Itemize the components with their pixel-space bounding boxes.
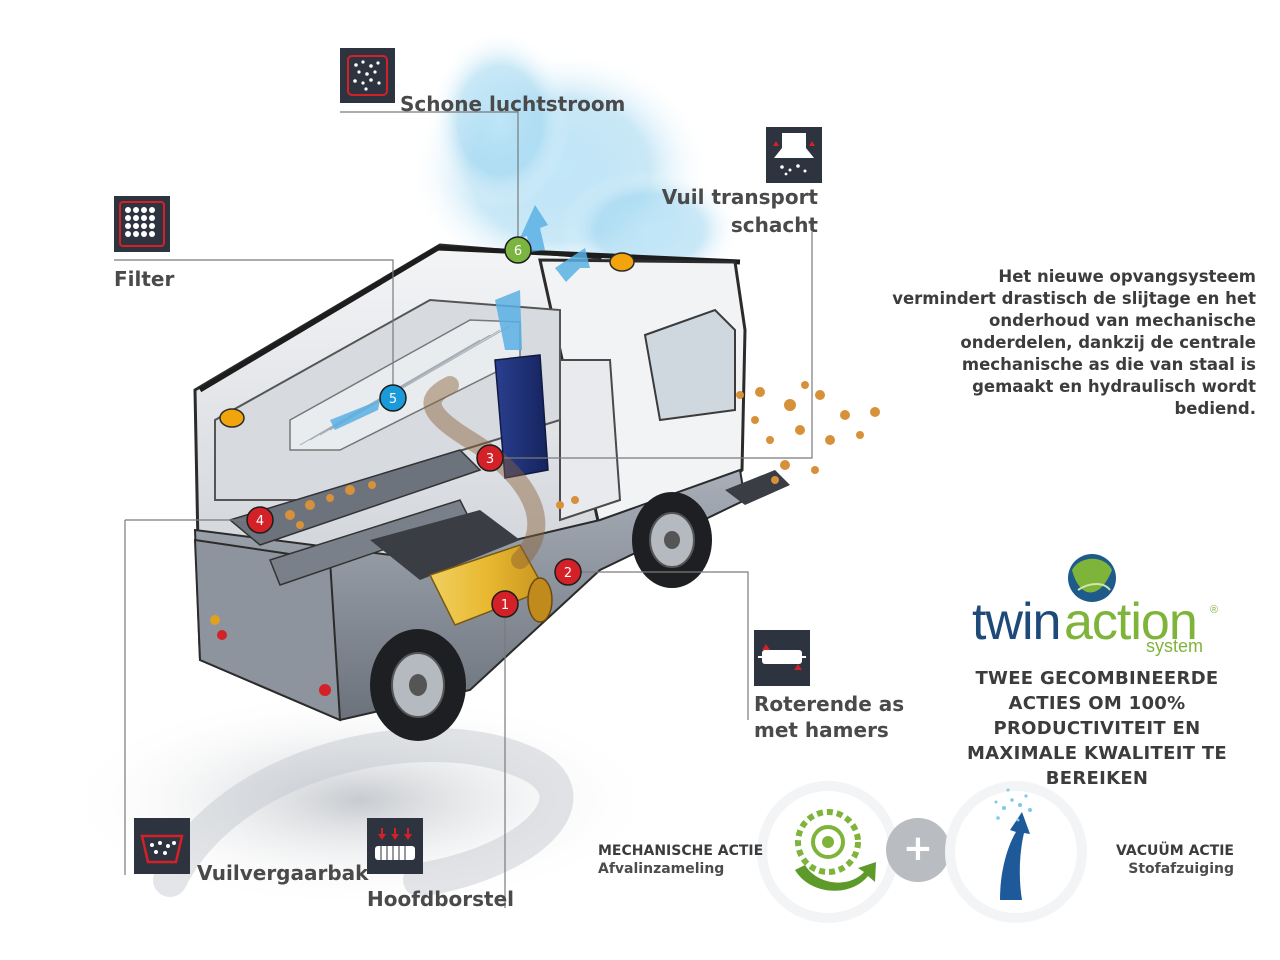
marker-circle-2 [554, 558, 582, 586]
vacuum-action-sub: Stofafzuiging [1128, 861, 1234, 877]
dirt-transport-label-line2: schacht [730, 213, 818, 237]
leader-lines [114, 111, 813, 908]
filter-icon [114, 196, 170, 252]
clean-airflow-label: Schone luchtstroom [400, 92, 626, 116]
mechanical-action-title: MECHANISCHE ACTIE [598, 843, 764, 859]
marker-number-4: 4 [256, 514, 264, 529]
plus-sign: + [902, 828, 934, 869]
marker-circle-1 [491, 590, 519, 618]
dirt-transport-icon [766, 127, 822, 183]
marker-number-1: 1 [501, 598, 509, 613]
logo-system-text: system [1146, 636, 1204, 656]
vacuum-action-circle [945, 781, 1087, 923]
filter-label: Filter [114, 267, 175, 291]
air-flow-arrows [330, 205, 590, 430]
marker-3: 3 [476, 444, 504, 472]
ground-shadow [60, 690, 660, 910]
mechanical-action-sub: Afvalinzameling [598, 861, 725, 877]
logo-word-action: action [1064, 593, 1198, 651]
marker-6: 6 [504, 236, 532, 264]
dirt-transport-label-line1: Vuil transport [661, 185, 818, 209]
sweeper-vehicle [193, 243, 790, 741]
marker-circle-6 [504, 236, 532, 264]
marker-number-5: 5 [389, 392, 397, 407]
main-brush-label: Hoofdborstel [367, 887, 515, 911]
marker-4: 4 [246, 506, 274, 534]
system-description: Het nieuwe opvangsysteem vermindert dras… [892, 267, 1256, 418]
marker-number-6: 6 [514, 244, 522, 259]
plus-circle [886, 818, 950, 882]
logo-registered-mark: ® [1210, 604, 1219, 616]
dirt-transport-label: Vuil transport schacht [640, 184, 818, 238]
marker-number-2: 2 [564, 566, 572, 581]
marker-5: 5 [379, 384, 407, 412]
clean-air-cloud-2 [430, 30, 570, 210]
numbered-markers: 1 2 3 4 5 6 [246, 236, 582, 618]
marker-circle-5 [379, 384, 407, 412]
clean-air-icon [340, 48, 395, 103]
mechanical-action-label: MECHANISCHE ACTIE Afvalinzameling [598, 842, 763, 878]
mechanical-action-circle [757, 781, 899, 923]
marker-1: 1 [491, 590, 519, 618]
vacuum-action-title: VACUÜM ACTIE [1116, 843, 1234, 859]
twinaction-logo-swirl-icon [1068, 554, 1116, 602]
ground-shadow-swirl [153, 728, 574, 897]
rotating-axle-label-line2: met hamers [754, 718, 889, 742]
dirt-container-label: Vuilvergaarbak [197, 861, 369, 885]
marker-circle-4 [246, 506, 274, 534]
twin-action-heading: TWEE GECOMBINEERDE ACTIES OM 100% PRODUC… [966, 668, 1228, 789]
rotating-axle-label-line1: Roterende as [754, 692, 905, 716]
vacuum-action-label: VACUÜM ACTIE Stofafzuiging [1104, 842, 1234, 878]
logo-word-twin: twin [972, 593, 1061, 651]
container-debris [285, 481, 579, 529]
marker-number-3: 3 [486, 452, 494, 467]
marker-circle-3 [476, 444, 504, 472]
rotating-axle-icon [754, 630, 810, 686]
marker-2: 2 [554, 558, 582, 586]
dirt-container-icon [134, 818, 190, 874]
main-brush-icon [367, 818, 423, 874]
rotating-axle-label: Roterende as met hamers [754, 691, 904, 743]
leaves-debris [736, 381, 880, 484]
dirt-flow-path [423, 376, 546, 569]
